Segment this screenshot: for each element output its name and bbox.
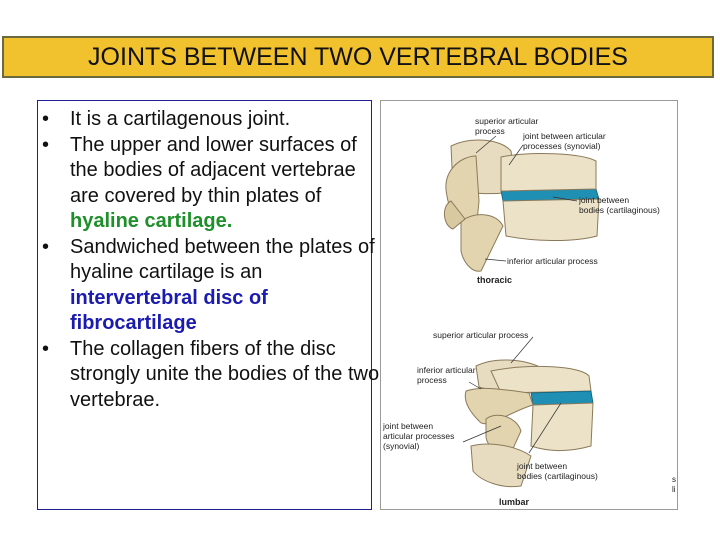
edge-text-fragment: s li	[672, 475, 676, 495]
bullet-text: lower	[205, 133, 254, 156]
thoracic-vertebrae	[444, 139, 600, 272]
bullet-text: bodies	[103, 159, 163, 181]
lumbar-joint-articular-label: joint between articular processes (synov…	[383, 421, 454, 451]
text-panel: It is a cartilagenous joint. The upper an…	[37, 100, 379, 510]
label-line: processes (synovial)	[523, 141, 601, 151]
label-line: joint between	[517, 461, 568, 471]
lumbar-joint-bodies-label: joint between bodies (cartilaginous)	[517, 461, 598, 481]
title-banner: JOINTS BETWEEN TWO VERTEBRAL BODIES	[2, 36, 714, 78]
lumbar-caption: lumbar	[499, 497, 530, 507]
bullet-text: The	[70, 133, 111, 156]
bullet-text: upper	[110, 133, 162, 156]
label-line: li	[672, 485, 676, 494]
bullet-text: cartilagenous	[123, 108, 243, 130]
label-line: superior articular	[475, 116, 539, 126]
bullet-item: The collagen fibers of the disc strongly…	[42, 337, 388, 414]
slide-title: JOINTS BETWEEN TWO VERTEBRAL BODIES	[88, 42, 628, 71]
bullet-list: It is a cartilagenous joint.The upper an…	[38, 101, 388, 413]
label-line: (synovial)	[383, 441, 420, 451]
thoracic-superior-articular-label: superior articular process	[475, 116, 538, 136]
bullet-text: The	[70, 337, 111, 360]
lumbar-vertebrae	[464, 359, 594, 488]
label-line: joint between	[579, 195, 630, 205]
thoracic-joint-articular-label: joint between articular processes (synov…	[523, 131, 606, 151]
thoracic-inferior-articular-label: inferior articular process	[507, 256, 598, 266]
bullet-item: It is a cartilagenous joint.	[42, 107, 388, 133]
label-line: joint between articular	[523, 131, 606, 141]
leader-lines	[462, 135, 578, 454]
thoracic-caption: thoracic	[477, 275, 513, 285]
label-line: joint between	[383, 421, 434, 431]
bullet-item: Sandwiched between the plates of hyaline…	[42, 235, 388, 337]
bullet-text: thin plates	[207, 184, 300, 207]
bullet-text: of the disc strongly unite the bodies of…	[70, 337, 380, 411]
bullet-text: It is a	[70, 108, 124, 130]
bullet-text: hyaline cartilage.	[70, 210, 233, 232]
label-line: bodies (cartilaginous)	[517, 471, 598, 481]
bullet-text: and	[161, 133, 206, 156]
bullet-text: of adjacent vertebrae are covered by	[70, 159, 356, 207]
label-line: articular processes	[383, 431, 455, 441]
bullet-item: The upper and lower surfaces of the bodi…	[42, 133, 388, 235]
bullet-text: Sandwiched between the plates of hyaline…	[70, 235, 375, 284]
bullet-text: of	[299, 184, 322, 207]
label-line: process	[417, 375, 447, 385]
vertebrae-figure: superior articular process joint between…	[380, 100, 678, 510]
label-line: inferior articular	[417, 365, 476, 375]
lumbar-inferior-articular-label: inferior articular process	[417, 365, 476, 385]
lumbar-superior-articular-label: superior articular process	[433, 330, 529, 340]
bullet-text: surfaces of the	[70, 133, 357, 182]
thoracic-joint-bodies-label: joint between bodies (cartilaginous)	[579, 195, 660, 215]
bullet-text: joint.	[242, 108, 291, 130]
label-line: s	[672, 475, 676, 484]
label-line: process	[475, 126, 505, 136]
bullet-text: intervertebral disc of fibrocartilage	[70, 286, 268, 335]
bullet-text: collagen fibers	[110, 337, 239, 360]
label-line: bodies (cartilaginous)	[579, 205, 660, 215]
vertebrae-illustration	[444, 135, 600, 488]
